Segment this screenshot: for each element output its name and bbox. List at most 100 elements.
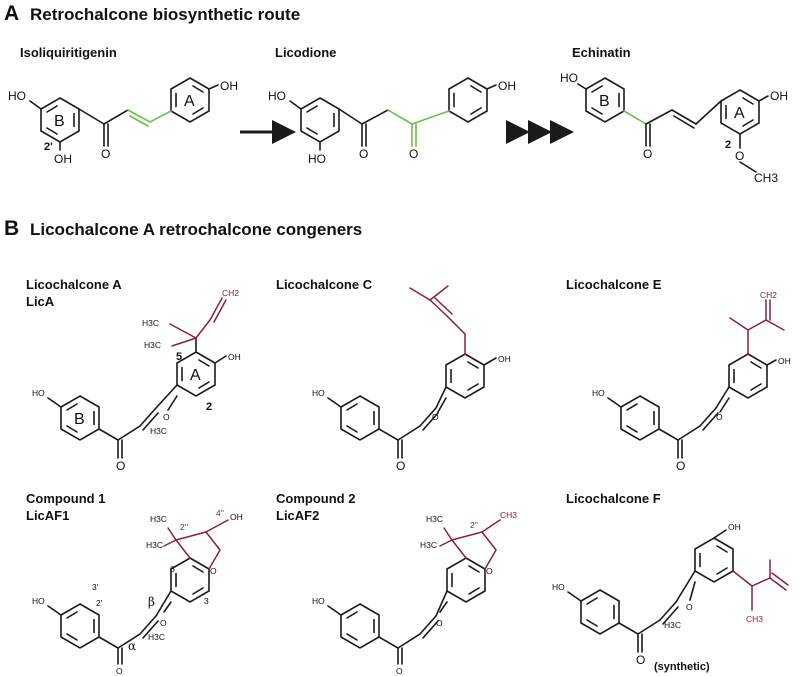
structure-licochalcone-a: HO OH O O H3C H3C H3C CH2 B A 5 2 <box>32 288 241 473</box>
atom-label-o: O <box>486 566 493 576</box>
panel-a-letter: A <box>4 2 20 25</box>
alpha-label: α <box>128 639 136 653</box>
atom-label-o: O <box>396 666 403 676</box>
structure-licochalcone-c: HO OH O O <box>312 285 511 473</box>
atom-label-h3c: H3C <box>144 340 161 350</box>
compound-name: Compound 1 <box>26 491 106 506</box>
atom-label-o: O <box>116 666 123 676</box>
compound-name-compound-2: Compound 2 LicAF2 <box>276 490 355 524</box>
atom-label-o: O <box>359 147 368 161</box>
atom-label-oh: OH <box>230 512 243 522</box>
compound-name: Licochalcone E <box>566 277 662 292</box>
atom-label-ch3: CH3 <box>500 510 517 520</box>
atom-label-ho: HO <box>312 388 325 398</box>
synthetic-note: (synthetic) <box>654 661 710 673</box>
atom-label-o: O <box>101 147 110 161</box>
atom-label-o: O <box>735 149 744 163</box>
position-label: 2'' <box>470 520 478 530</box>
position-label: 3' <box>92 582 99 592</box>
atom-label-ho: HO <box>312 596 325 606</box>
atom-label-o: O <box>716 412 723 422</box>
structure-licodione: HO HO OH O O <box>268 77 516 166</box>
position-label: 2' <box>44 141 53 153</box>
atom-label-oh: OH <box>778 356 791 366</box>
structure-licochalcone-f: HO OH O O H3C CH3 (synthetic) <box>552 522 789 673</box>
structure-compound-1: HO OH O O O H3C H3C H3C 2'' 4'' 6 3 3' 2… <box>32 508 243 676</box>
atom-label-ho: HO <box>32 596 45 606</box>
atom-label-h3c: H3C <box>150 514 167 524</box>
position-label: 3 <box>204 596 209 606</box>
compound-name-echinatin: Echinatin <box>572 45 631 60</box>
atom-label-h3c: H3C <box>426 514 443 524</box>
compound-abbrev: LicA <box>26 294 55 309</box>
atom-label-o: O <box>686 602 693 612</box>
beta-label: β <box>148 595 155 609</box>
compound-name-compound-1: Compound 1 LicAF1 <box>26 490 105 524</box>
atom-label-ho: HO <box>308 152 326 166</box>
atom-label-h3c: H3C <box>146 540 163 550</box>
atom-label-h3c: H3C <box>664 620 681 630</box>
atom-label-oh: OH <box>498 354 511 364</box>
atom-label-o: O <box>436 618 443 628</box>
atom-label-ch3: CH3 <box>746 614 763 624</box>
compound-name: Licochalcone A <box>26 277 122 292</box>
structure-isoliquiritigenin: HO OH OH O B A 2' <box>8 77 238 166</box>
atom-label-ch3: CH3 <box>754 171 778 185</box>
compound-name: Licochalcone C <box>276 277 373 292</box>
compound-name-licodione: Licodione <box>275 45 337 60</box>
panel-a-title: Retrochalcone biosynthetic route <box>30 5 301 24</box>
atom-label-ho: HO <box>32 388 45 398</box>
atom-label-oh: OH <box>220 79 238 93</box>
atom-label-oh: OH <box>498 79 516 93</box>
atom-label-o: O <box>636 653 645 667</box>
position-label: 2 <box>725 139 731 151</box>
atom-label-o: O <box>409 147 418 161</box>
compound-name-licochalcone-a: Licochalcone A LicA <box>26 276 122 310</box>
atom-label-ch2: CH2 <box>222 288 239 298</box>
atom-label-o: O <box>210 566 217 576</box>
panel-b-letter: B <box>4 217 20 240</box>
atom-label-o: O <box>396 459 405 473</box>
compound-name-licochalcone-e: Licochalcone E <box>566 276 661 293</box>
atom-label-h3c: H3C <box>150 426 167 436</box>
ring-label-b: B <box>54 113 65 130</box>
atom-label-h3c: H3C <box>148 632 165 642</box>
position-label: 2' <box>96 598 103 608</box>
atom-label-oh: OH <box>728 522 741 532</box>
atom-label-o: O <box>676 459 685 473</box>
atom-label-ho: HO <box>560 71 578 85</box>
ring-label-a: A <box>734 105 745 122</box>
panel-b-title: Licochalcone A retrochalcone congeners <box>30 220 363 239</box>
atom-label-oh: OH <box>770 89 788 103</box>
ring-label-a: A <box>184 93 195 110</box>
position-label: 2 <box>206 401 212 413</box>
compound-name-licochalcone-c: Licochalcone C <box>276 276 372 293</box>
ring-label-b: B <box>74 411 85 428</box>
position-label: 6 <box>170 564 175 574</box>
atom-label-o: O <box>432 412 439 422</box>
atom-label-ho: HO <box>268 89 286 103</box>
atom-label-h3c: H3C <box>420 540 437 550</box>
compound-name: Licochalcone F <box>566 491 661 506</box>
compound-abbrev: LicAF2 <box>276 508 320 523</box>
structure-echinatin: HO OH O O CH3 B A 2 <box>560 71 788 185</box>
structure-licochalcone-e: HO OH O O CH2 <box>592 290 791 473</box>
atom-label-oh: OH <box>228 352 241 362</box>
atom-label-oh: OH <box>54 152 72 166</box>
atom-label-ch2: CH2 <box>760 290 777 300</box>
atom-label-o: O <box>163 412 170 422</box>
atom-label-o: O <box>160 618 167 628</box>
position-label: 4'' <box>216 508 224 518</box>
atom-label-ho: HO <box>552 582 565 592</box>
position-label: 2'' <box>180 522 188 532</box>
compound-abbrev: LicAF1 <box>26 508 70 523</box>
ring-label-b: B <box>599 93 610 110</box>
ring-label-a: A <box>190 367 201 384</box>
atom-label-o: O <box>643 147 652 161</box>
atom-label-ho: HO <box>592 388 605 398</box>
atom-label-ho: HO <box>8 89 26 103</box>
structure-compound-2: HO O O O H3C H3C CH3 2'' <box>312 510 517 676</box>
compound-name-licochalcone-f: Licochalcone F <box>566 490 661 507</box>
compound-name: Compound 2 <box>276 491 356 506</box>
